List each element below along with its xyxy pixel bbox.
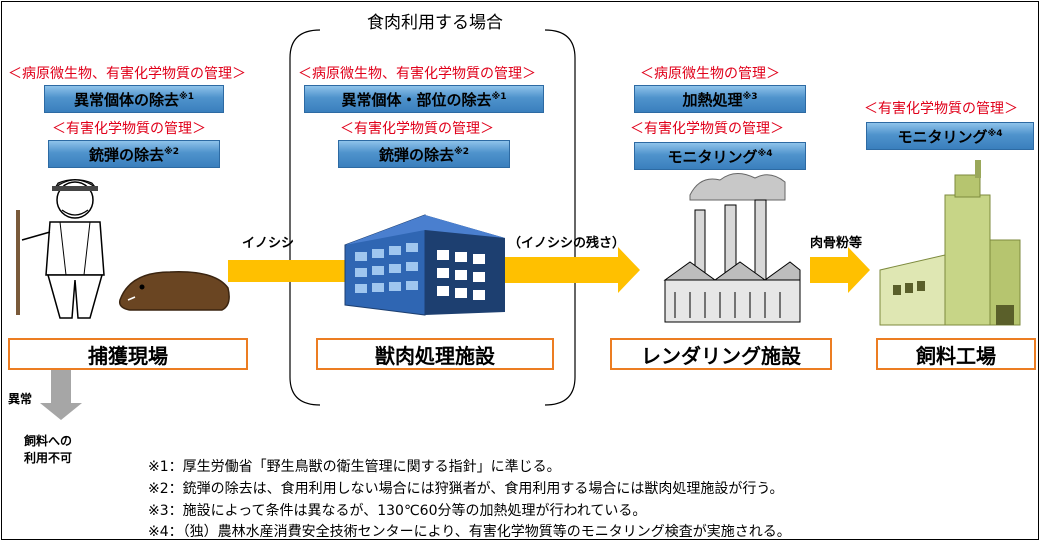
- col1-category-1: ＜病原微生物、有害化学物質の管理＞: [8, 66, 246, 82]
- col3-box2-mark: ※4: [757, 149, 773, 159]
- note-2: ※2：銃弾の除去は、食用利用しない場合には狩猟者が、食用利用する場合には獣肉処理…: [148, 481, 784, 497]
- abnormal-label: 異常: [8, 392, 33, 406]
- col4-box-monitoring: モニタリング※4: [866, 122, 1034, 150]
- col1-box-bullet-removal: 銃弾の除去※2: [48, 140, 220, 168]
- note-3: ※3：施設によって条件は異なるが、130℃60分等の加熱処理が行われている。: [148, 503, 647, 519]
- col1-box-abnormal-removal: 異常個体の除去※1: [44, 85, 224, 113]
- col1-box1-mark: ※1: [179, 92, 195, 102]
- col3-box2-label: モニタリング: [667, 147, 758, 166]
- arrow-label-boar: イノシシ: [242, 236, 295, 251]
- col4-category-1: ＜有害化学物質の管理＞: [864, 101, 1018, 117]
- stage-rendering: レンダリング施設: [610, 338, 832, 370]
- stage-meat-processing: 獣肉処理施設: [316, 338, 554, 370]
- col4-box1-label: モニタリング: [897, 127, 988, 146]
- col1-category-2: ＜有害化学物質の管理＞: [52, 121, 206, 137]
- hunter-icon: [16, 179, 105, 319]
- col2-box-bullet-removal: 銃弾の除去※2: [338, 140, 510, 168]
- col4-box1-mark: ※4: [987, 129, 1003, 139]
- stage-capture-site: 捕獲現場: [8, 338, 248, 370]
- arrow-boar: [228, 260, 355, 282]
- stage-feed-factory: 飼料工場: [876, 338, 1036, 370]
- processing-facility-icon: [344, 214, 505, 316]
- col2-category-2: ＜有害化学物質の管理＞: [340, 121, 494, 137]
- col2-box2-mark: ※2: [454, 147, 470, 157]
- col3-category-2: ＜有害化学物質の管理＞: [630, 121, 784, 137]
- abnormal-down-arrow: [40, 370, 82, 420]
- feed-factory-icon: [879, 160, 1021, 326]
- col3-box-heat-treatment: 加熱処理※3: [634, 85, 806, 113]
- col1-box2-label: 銃弾の除去: [88, 145, 164, 164]
- col3-box1-mark: ※3: [742, 92, 758, 102]
- note-1: ※1：厚生労働省「野生鳥獣の衛生管理に関する指針」に準じる。: [148, 459, 561, 475]
- arrow-residue: [505, 247, 640, 293]
- col1-box1-label: 異常個体の除去: [73, 90, 179, 109]
- not-usable-line-1: 飼料への: [24, 434, 73, 448]
- col2-box1-mark: ※1: [491, 92, 507, 102]
- col2-category-1: ＜病原微生物、有害化学物質の管理＞: [298, 66, 536, 82]
- col2-box2-label: 銃弾の除去: [378, 145, 454, 164]
- arrow-label-meal: 肉骨粉等: [810, 236, 863, 251]
- col2-box-abnormal-part-removal: 異常個体・部位の除去※1: [304, 85, 544, 113]
- boar-icon: [118, 271, 230, 311]
- arrow-meal: [810, 247, 870, 293]
- col2-box1-label: 異常個体・部位の除去: [341, 90, 492, 109]
- col3-category-1: ＜病原微生物の管理＞: [640, 66, 780, 82]
- arrow-label-residue: （イノシシの残さ）: [508, 236, 626, 251]
- col3-box-monitoring: モニタリング※4: [634, 142, 806, 170]
- note-4: ※4：（独）農林水産消費安全技術センターにより、有害化学物質等のモニタリング検査…: [148, 524, 791, 540]
- col3-box1-label: 加熱処理: [682, 90, 743, 109]
- col1-box2-mark: ※2: [164, 147, 180, 157]
- bracket-title: 食肉利用する場合: [340, 8, 530, 33]
- not-usable-line-2: 利用不可: [24, 451, 73, 465]
- meat-use-bracket: [289, 29, 576, 406]
- rendering-plant-icon: [663, 173, 801, 323]
